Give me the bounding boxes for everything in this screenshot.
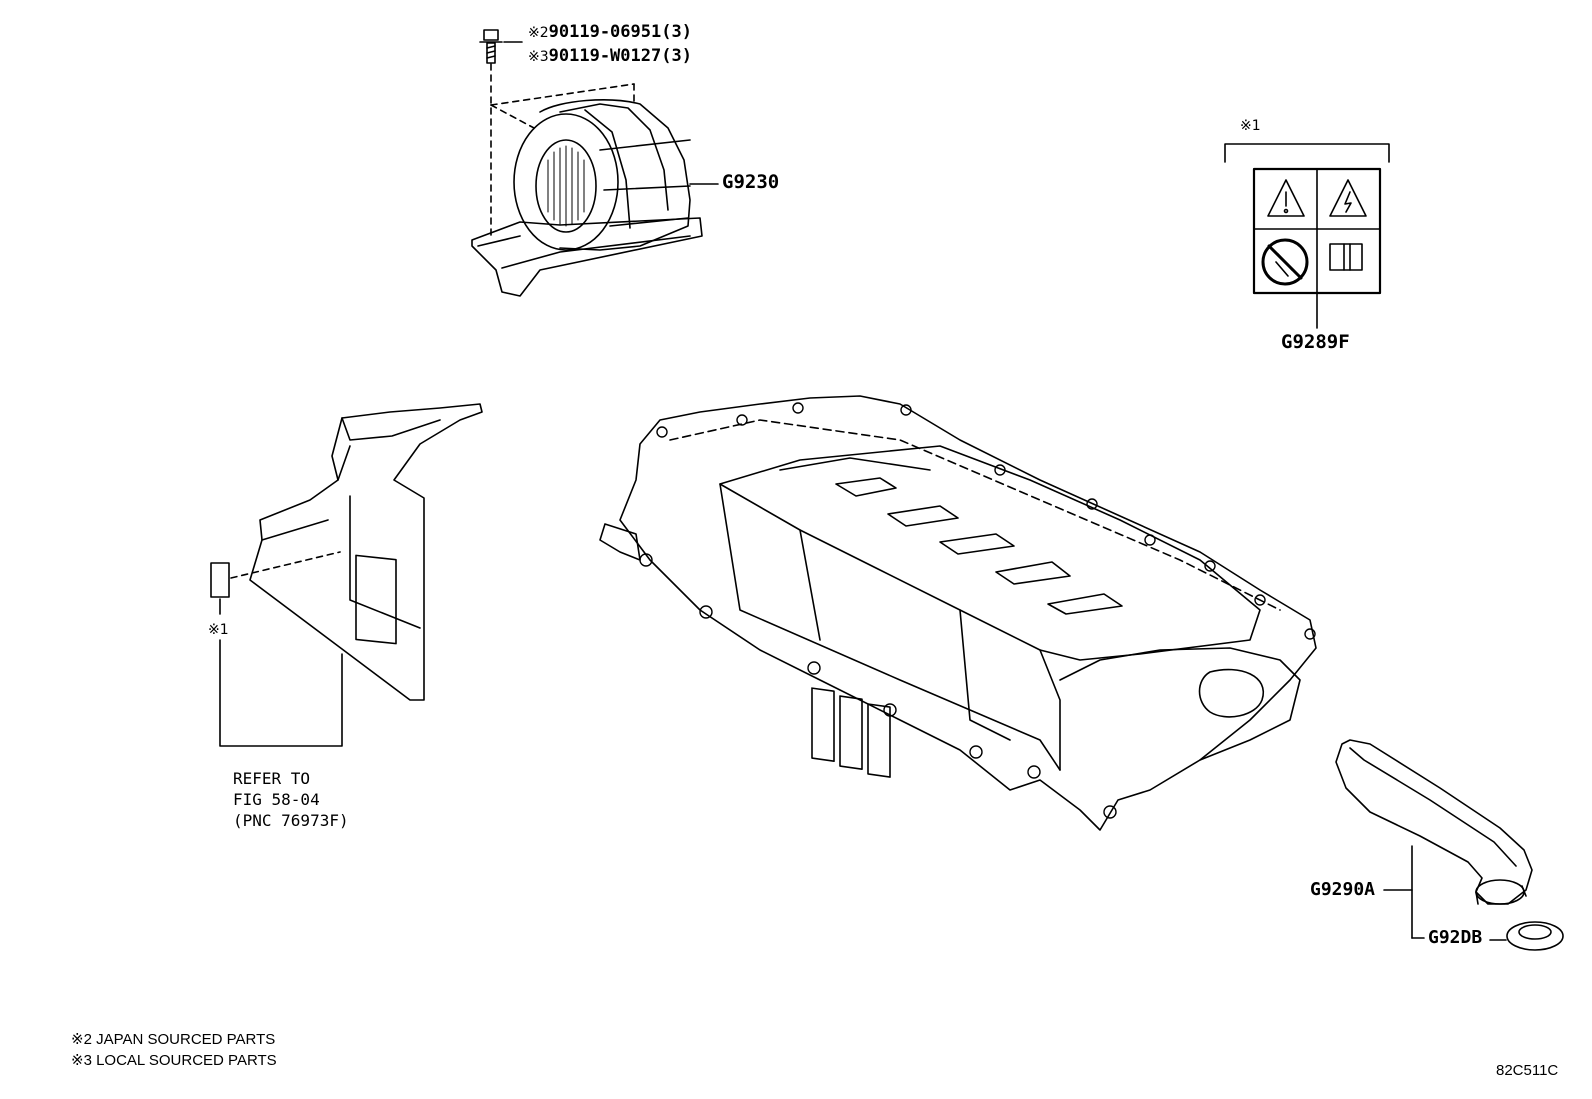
footnote-local: ※3 LOCAL SOURCED PARTS	[71, 1052, 277, 1069]
refer-line-2: FIG 58-04	[233, 790, 320, 809]
battery-pack-icon	[599, 395, 1317, 831]
caution-label-part: G9289F	[1281, 331, 1350, 353]
caution-label-mark: ※1	[1240, 118, 1261, 134]
bolt-part-number-1: 90119-06951(3)	[548, 22, 692, 42]
note-mark-3: ※3	[528, 49, 549, 65]
left-label-mark: ※1	[208, 622, 229, 638]
blower-label: G9230	[722, 171, 780, 193]
caution-label-icon	[1224, 143, 1390, 329]
bolt-callout-2: ※390119-W0127(3)	[528, 46, 692, 67]
note-mark-2: ※2	[528, 25, 549, 41]
footnote-japan: ※2 JAPAN SOURCED PARTS	[71, 1031, 276, 1048]
grommet-label: G92DB	[1428, 927, 1483, 948]
duct-label: G9290A	[1310, 879, 1376, 900]
refer-line-1: REFER TO	[233, 769, 311, 788]
refer-line-3: (PNC 76973F)	[233, 811, 349, 830]
figure-code: 82C511C	[1496, 1062, 1559, 1079]
bolt-part-number-2: 90119-W0127(3)	[548, 46, 692, 66]
grommet-icon	[1489, 921, 1564, 951]
intake-duct-icon	[1335, 739, 1533, 939]
blower-assembly-icon	[471, 63, 719, 297]
bolt-callout-1: ※290119-06951(3)	[528, 22, 692, 43]
side-duct-icon	[210, 403, 483, 747]
bolt-icon	[479, 29, 523, 64]
